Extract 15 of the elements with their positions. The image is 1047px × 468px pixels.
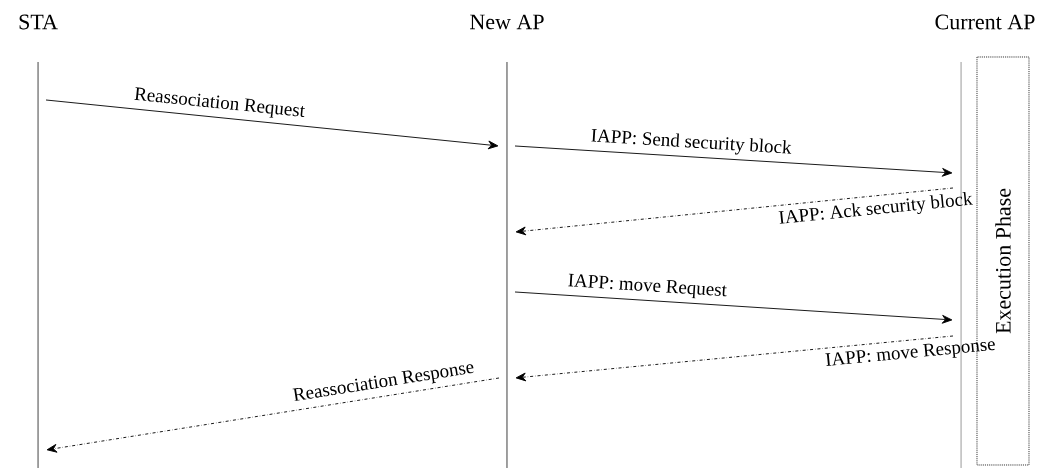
message-label: IAPP: move Response [825,341,995,366]
message-label: Reassociation Response [292,364,474,402]
message-label: IAPP: Ack security block [778,191,973,224]
participant-label: STA [19,14,58,30]
message-arrow [515,335,954,382]
message-arrow [514,291,953,324]
participant-label: Current AP [935,14,1035,30]
message-label: IAPP: move Request [568,273,727,299]
message-arrow [515,187,954,236]
message-label: IAPP: Send security block [591,128,792,155]
message-arrow [514,145,953,177]
message-arrow [45,99,499,150]
message-label: Reassociation Request [134,87,305,118]
message-arrow [46,377,500,453]
participant-label: New AP [470,14,544,30]
